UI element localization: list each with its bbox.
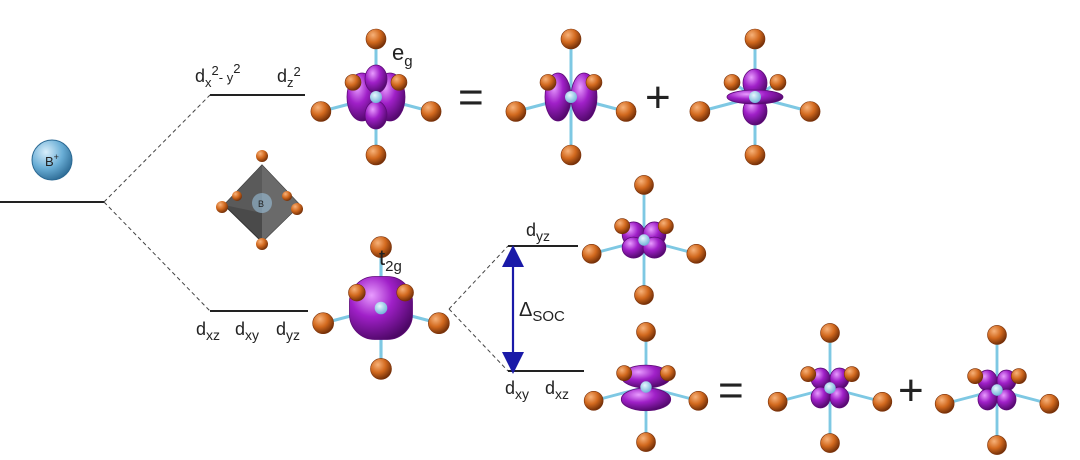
dashed-connectors xyxy=(103,94,509,372)
eg-plus-sign: + xyxy=(645,73,671,122)
svg-text:dxy: dxy xyxy=(235,319,259,343)
svg-text:dxz: dxz xyxy=(196,319,220,343)
soc-upper-label: dyz xyxy=(526,220,550,244)
svg-text:dxz: dxz xyxy=(545,378,569,402)
eg-orbital-labels: dx2- y2 dz2 xyxy=(195,61,301,90)
svg-text:dyz: dyz xyxy=(276,319,300,343)
dxy-complex xyxy=(767,323,893,453)
eg-dz2-complex xyxy=(689,28,821,166)
orbital-complexes xyxy=(310,28,1060,455)
soc-gap-label: ΔSOC xyxy=(519,299,565,325)
dxy-dxz-complex xyxy=(583,322,709,452)
soc-equals-sign: = xyxy=(718,366,744,415)
eg-group-label: eg xyxy=(392,40,413,70)
svg-text:B: B xyxy=(258,199,264,209)
free-ion-sphere: B+ xyxy=(31,139,73,181)
eg-equals-sign: = xyxy=(458,73,484,122)
svg-text:B+: B+ xyxy=(45,152,59,169)
t2g-complex xyxy=(312,236,450,380)
eg-complex xyxy=(310,28,442,166)
soc-plus-sign: + xyxy=(898,366,924,415)
eg-dx2y2-complex xyxy=(505,28,637,166)
octahedron-icon: B xyxy=(216,150,303,250)
svg-text:dxy: dxy xyxy=(505,378,529,402)
dyz-complex xyxy=(581,175,707,305)
t2g-orbital-labels: dxz dxy dyz xyxy=(196,319,300,343)
svg-text:dx2- y2: dx2- y2 xyxy=(195,61,240,90)
t2g-group-label: t2g xyxy=(379,245,402,275)
svg-text:dz2: dz2 xyxy=(277,64,301,90)
soc-lower-labels: dxy dxz xyxy=(505,378,569,402)
dxz-complex xyxy=(934,325,1060,455)
